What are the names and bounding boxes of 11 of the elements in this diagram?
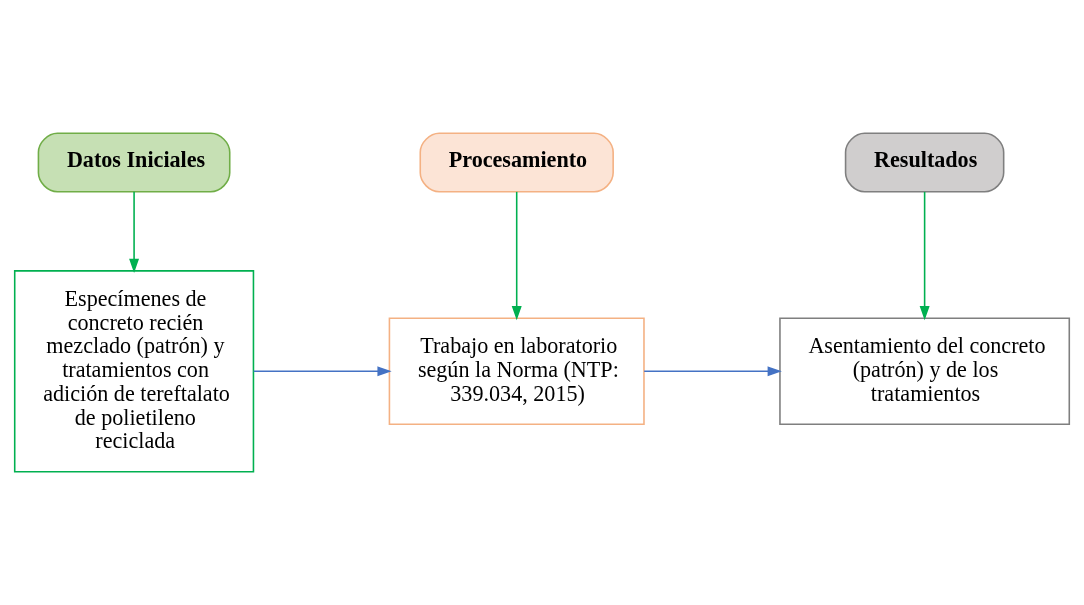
node-box: Procesamiento [419,132,614,193]
node-box: Resultados [844,132,1005,193]
arrow [511,191,522,321]
arrow [129,191,140,273]
node-box: Especímenes de concreto recién mezclado (patrón) y tratamientos con adición de tereftalato de polietileno reciclada [13,270,255,473]
arrow [643,366,782,377]
arrow [919,191,930,321]
arrow [252,366,392,377]
node-box: Asentamiento del concreto (patrón) y de los tratamientos [779,317,1071,426]
node-box: Datos Iniciales [37,132,231,193]
node-box: Trabajo en laboratorio según la Norma (NTP: 339.034, 2015) [388,317,645,426]
